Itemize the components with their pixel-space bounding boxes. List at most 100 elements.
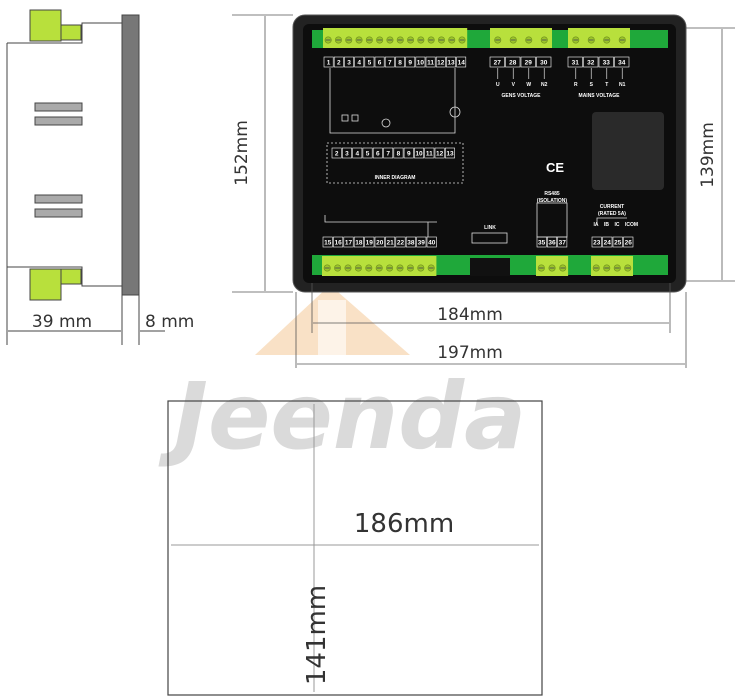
inner-terminal-number-box — [362, 147, 373, 159]
terminal-number-box — [415, 56, 426, 68]
terminal-number: 6 — [378, 60, 382, 67]
cutout-outline — [167, 400, 543, 696]
inner-width-label: 184mm — [437, 305, 503, 325]
terminal-number: 9 — [408, 60, 412, 67]
side-view — [6, 9, 165, 345]
gens-terminal-number: 27 — [494, 60, 502, 67]
gens-terminal-number-box — [489, 56, 505, 68]
inner-terminal-number: 7 — [386, 151, 390, 158]
terminal-number: 1 — [327, 60, 331, 67]
terminal-number-box — [323, 56, 334, 68]
bottom-terminal-number-box — [395, 236, 406, 248]
gens-phase-label: N2 — [541, 82, 548, 88]
watermark: Jeenda — [158, 285, 526, 470]
inner-terminal-number-box — [444, 147, 455, 159]
body-outline-bottom — [6, 43, 122, 287]
terminal-number-box — [405, 56, 416, 68]
module-face — [303, 24, 676, 283]
panel-cutout — [167, 400, 543, 696]
current-phase-label: IA — [594, 222, 599, 228]
terminal-number-box — [333, 56, 344, 68]
inner-terminal-number: 9 — [407, 151, 411, 158]
terminal-number-box — [384, 56, 395, 68]
inner-terminal-number: 3 — [345, 151, 349, 158]
ce-mark: CE — [546, 160, 564, 175]
gens-phase-label: U — [496, 82, 500, 88]
bottom-terminal-number: 22 — [397, 240, 405, 247]
gens-phase-label: V — [512, 82, 516, 88]
terminal-number-box — [446, 56, 456, 68]
inner-terminal-number-box — [341, 147, 352, 159]
current-phase-label: IB — [604, 222, 609, 228]
bottom-terminal-number-box — [343, 236, 354, 248]
clip-slot — [34, 194, 83, 204]
rs485-terminal-number: 36 — [548, 240, 556, 247]
inner-terminal-number: 6 — [376, 151, 380, 158]
gens-terminal-block — [490, 28, 552, 48]
mains-phase-label: N1 — [619, 82, 626, 88]
inner-diagram-box — [326, 142, 464, 184]
inner-terminal-number: 2 — [335, 151, 339, 158]
rs485-terminal-number: 35 — [538, 240, 546, 247]
terminal-number: 11 — [427, 60, 434, 67]
mains-voltage-label: MAINS VOLTAGE — [579, 93, 621, 99]
inner-diagram-label: INNER DIAGRAM — [375, 175, 416, 181]
gens-terminal-number-box — [505, 56, 521, 68]
bottom-terminal-number-box — [405, 236, 416, 248]
inner-terminal-number-box — [424, 147, 435, 159]
terminal-number-box — [364, 56, 375, 68]
current-terminal-block — [591, 256, 633, 276]
display-window — [592, 112, 664, 190]
current-terminal-number-box — [623, 236, 634, 248]
mains-terminal-number: 32 — [587, 60, 595, 67]
mains-phase-label: T — [605, 82, 608, 88]
terminal-number: 13 — [447, 60, 455, 67]
mains-phase-label: S — [590, 82, 594, 88]
mains-phase-label: R — [574, 82, 578, 88]
connector-bottom-plug — [60, 268, 82, 285]
front-dimensions — [232, 14, 735, 368]
height-label: 152mm — [232, 120, 252, 186]
current-terminal-number: 24 — [604, 240, 612, 247]
terminal-number: 7 — [388, 60, 392, 67]
gens-voltage-label: GENS VOLTAGE — [502, 93, 542, 99]
inner-terminal-number-box — [372, 147, 383, 159]
clip-slot — [34, 102, 83, 112]
current-terminal-number-box — [602, 236, 613, 248]
body-outline-top — [7, 22, 122, 44]
bottom-terminal-number: 21 — [386, 240, 394, 247]
terminal-number-box — [456, 56, 467, 68]
inner-terminal-number: 12 — [436, 151, 444, 158]
connector-bottom — [29, 268, 62, 301]
cutout-width-label: 186mm — [354, 509, 454, 539]
bottom-terminal-number: 17 — [345, 240, 353, 247]
width-label: 197mm — [437, 343, 503, 363]
bottom-terminal-number-box — [374, 236, 385, 248]
terminal-number: 10 — [417, 60, 425, 67]
bottom-terminal-number: 39 — [418, 240, 426, 247]
bottom-terminal-number-box — [416, 236, 427, 248]
inner-terminal-number-box — [393, 147, 404, 159]
bottom-terminal-number: 16 — [334, 240, 342, 247]
bottom-terminal-number-box — [385, 236, 396, 248]
inner-terminal-number: 10 — [415, 151, 423, 158]
gens-terminal-number-box — [536, 56, 552, 68]
wiring-schematic — [324, 68, 627, 244]
connector-top — [29, 9, 62, 42]
current-phase-label: ICOM — [625, 222, 638, 228]
mains-terminal-number-box — [614, 56, 630, 68]
bottom-terminal-number-box — [364, 236, 375, 248]
terminal-number: 4 — [357, 60, 361, 67]
terminal-number: 5 — [368, 60, 372, 67]
mains-terminal-number: 31 — [572, 60, 580, 67]
terminal-number-box — [344, 56, 354, 68]
inner-terminal-number: 13 — [446, 151, 454, 158]
current-label: CURRENT — [600, 204, 624, 210]
bottom-terminal-number: 20 — [376, 240, 384, 247]
bottom-terminal-number: 19 — [366, 240, 374, 247]
inner-terminal-number: 11 — [426, 151, 433, 158]
gens-terminal-number: 28 — [509, 60, 517, 67]
inner-terminal-number-box — [414, 147, 424, 159]
